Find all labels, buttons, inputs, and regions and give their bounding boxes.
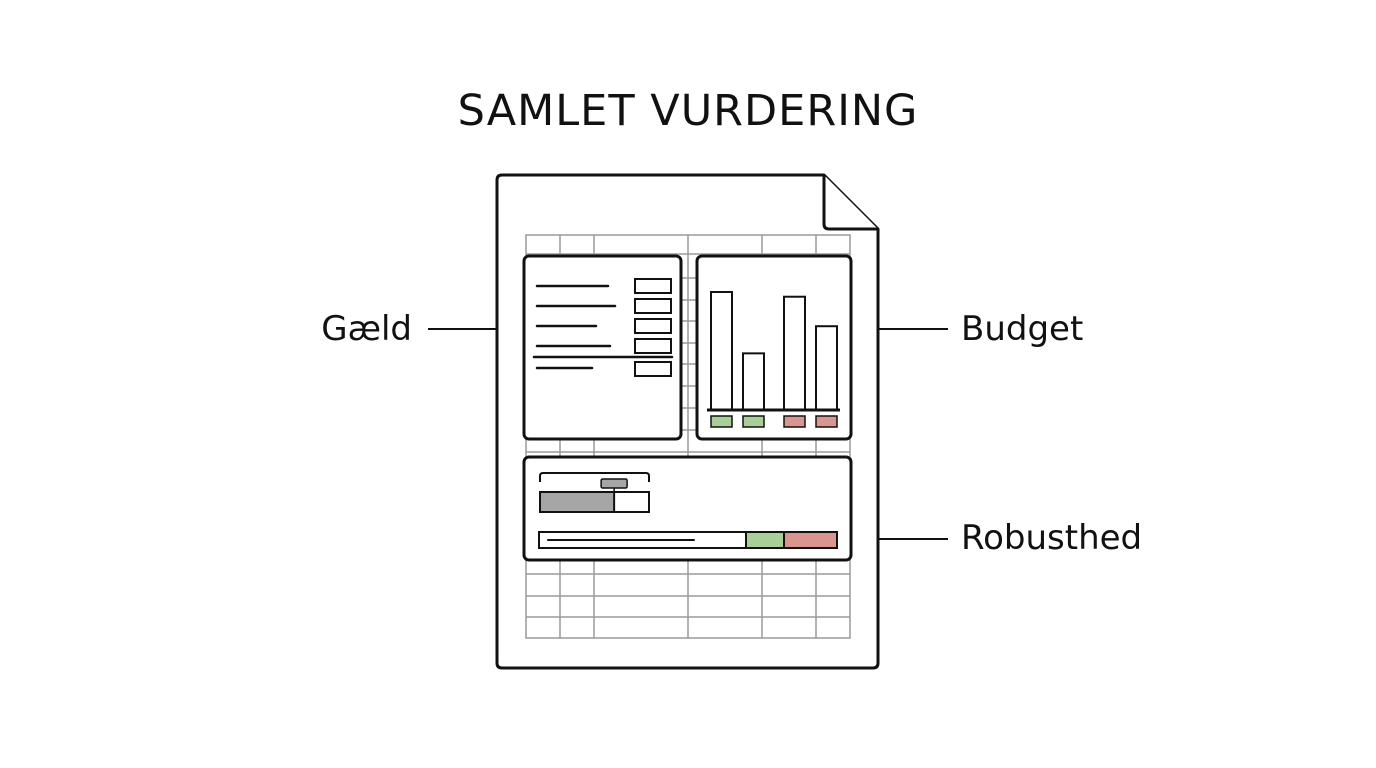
debt-value-box: [634, 338, 672, 354]
robustness-label: Robusthed: [961, 518, 1143, 558]
debt-value-box: [634, 298, 672, 314]
budget-status-chips: [710, 415, 838, 428]
budget-panel: [695, 254, 853, 441]
budget-bars: [710, 291, 838, 411]
bar-chart-icon: [695, 254, 853, 441]
budget-bar: [815, 325, 838, 411]
debt-label: Gæld: [321, 309, 412, 349]
robustness-marker-handle: [600, 478, 628, 489]
budget-status-chip: [815, 415, 838, 428]
robustness-bracket: [539, 472, 650, 482]
debt-value-box: [634, 278, 672, 294]
budget-status-chip: [742, 415, 765, 428]
budget-bar: [783, 295, 806, 411]
budget-label: Budget: [961, 309, 1084, 349]
robustness-positive-segment: [745, 531, 785, 549]
robustness-level-fill: [540, 492, 615, 512]
budget-bar: [742, 352, 765, 411]
page-title: SAMLET VURDERING: [457, 86, 919, 136]
budget-status-chip: [783, 415, 806, 428]
robustness-negative-segment: [783, 531, 838, 549]
budget-status-chip: [710, 415, 733, 428]
debt-value-box: [634, 318, 672, 334]
debt-list-icon: [522, 254, 683, 441]
slider-bar-icon: [522, 455, 853, 562]
budget-bar: [710, 291, 733, 411]
robustness-level-track: [539, 491, 650, 513]
document-fold: [822, 175, 878, 231]
debt-value-box: [634, 361, 672, 377]
